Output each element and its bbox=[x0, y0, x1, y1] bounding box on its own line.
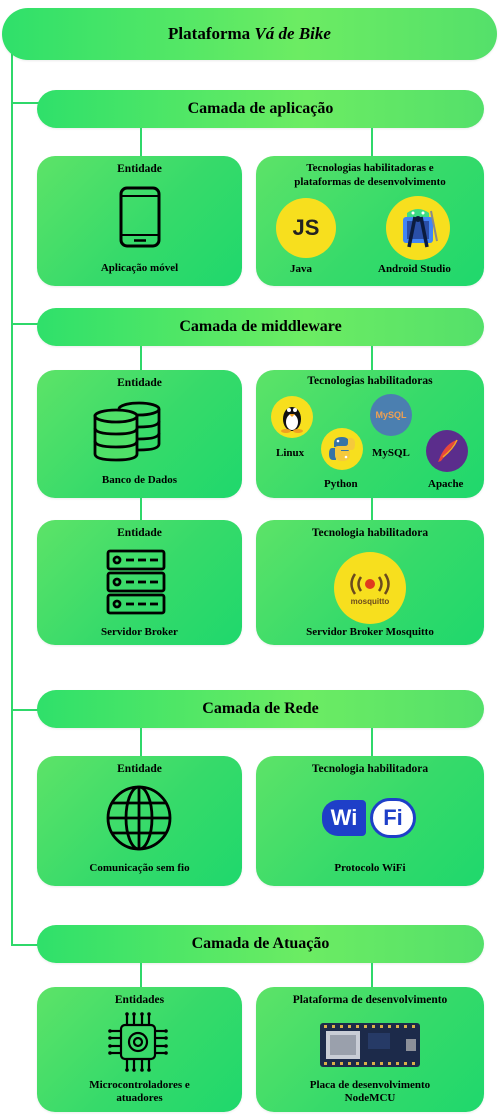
middleware-connector-left bbox=[140, 346, 142, 372]
actuation-tech-label-line2: NodeMCU bbox=[344, 1092, 396, 1104]
network-tech-header: Tecnologia habilitadora bbox=[311, 763, 429, 775]
layer-network-header: Camada de Rede bbox=[37, 690, 484, 728]
actuation-tech-label: Placa de desenvolvimento NodeMCU bbox=[256, 1079, 484, 1105]
actuation-tech-header: Plataforma de desenvolvimento bbox=[292, 994, 448, 1006]
smartphone-icon bbox=[119, 186, 161, 248]
actuation-tech-box: Plataforma de desenvolvimento Placa de d… bbox=[256, 987, 484, 1112]
layer-actuation-title: Camada de Atuação bbox=[191, 935, 330, 952]
middleware-connector-right bbox=[371, 346, 373, 372]
layer-app-title: Camada de aplicação bbox=[187, 100, 334, 117]
apache-feather-icon bbox=[438, 439, 458, 462]
app-tech-box: Tecnologias habilitadoras e plataformas … bbox=[256, 156, 484, 286]
wifi-logo-wi-text: Wi bbox=[330, 805, 358, 830]
network-connector-right bbox=[371, 728, 373, 758]
js-badge-text: JS bbox=[292, 215, 320, 240]
broker-entity-box: Entidade Servidor Broker bbox=[37, 520, 242, 645]
javascript-logo: JS bbox=[276, 198, 336, 258]
android-studio-label: Android Studio bbox=[378, 263, 451, 275]
java-label: Java bbox=[290, 263, 312, 275]
actuation-connector-left bbox=[140, 963, 142, 989]
layer-actuation-header: Camada de Atuação bbox=[37, 925, 484, 963]
wifi-logo-wi: Wi bbox=[322, 800, 366, 836]
app-tech-header-line1: Tecnologias habilitadoras e bbox=[306, 162, 434, 174]
wifi-logo-fi-text: Fi bbox=[383, 805, 403, 830]
broker-tech-header: Tecnologia habilitadora bbox=[311, 527, 429, 539]
database-icon bbox=[93, 401, 161, 462]
app-tech-header: Tecnologias habilitadoras e plataformas … bbox=[256, 161, 484, 189]
platform-title: Plataforma Vá de Bike bbox=[2, 8, 497, 60]
python-icon bbox=[329, 437, 355, 461]
android-studio-logo bbox=[386, 196, 450, 260]
layer-network-title: Camada de Rede bbox=[202, 700, 319, 717]
mosquitto-logo-text: mosquitto bbox=[350, 596, 390, 606]
branch-actuation bbox=[11, 944, 41, 946]
network-entity-box: Entidade Comunicação sem fio bbox=[37, 756, 242, 886]
app-entity-label: Aplicação móvel bbox=[100, 262, 179, 274]
mysql-logo: MySQL bbox=[370, 394, 412, 436]
actuation-entity-header: Entidades bbox=[114, 994, 165, 1006]
linux-label: Linux bbox=[276, 447, 305, 459]
linux-tux-icon bbox=[281, 407, 303, 433]
nodemcu-board-icon bbox=[320, 1023, 420, 1067]
actuation-tech-label-line1: Placa de desenvolvimento bbox=[309, 1079, 431, 1091]
actuation-entity-label-line1: Microcontroladores e bbox=[89, 1079, 190, 1091]
server-icon bbox=[106, 549, 166, 615]
network-connector-left bbox=[140, 728, 142, 758]
network-tech-box: Tecnologia habilitadora Wi Fi Protocolo … bbox=[256, 756, 484, 886]
actuation-connector-right bbox=[371, 963, 373, 989]
android-studio-icon bbox=[403, 209, 438, 248]
app-entity-header: Entidade bbox=[117, 163, 162, 175]
layer-app-header: Camada de aplicação bbox=[37, 90, 484, 128]
network-tech-label: Protocolo WiFi bbox=[334, 862, 406, 874]
branch-network bbox=[11, 709, 41, 711]
wifi-logo: Wi Fi bbox=[322, 796, 418, 840]
actuation-entity-box: Entidades Microcontroladores e atuadores bbox=[37, 987, 242, 1112]
globe-icon bbox=[106, 785, 172, 851]
microcontroller-chip-icon bbox=[108, 1012, 168, 1072]
broker-entity-label: Servidor Broker bbox=[101, 626, 178, 638]
layer-middleware-title: Camada de middleware bbox=[179, 318, 342, 335]
mysql-label: MySQL bbox=[372, 447, 410, 459]
broker-tech-box: Tecnologia habilitadora mosquitto Servid… bbox=[256, 520, 484, 645]
branch-middleware bbox=[11, 323, 41, 325]
broker-tech-label: Servidor Broker Mosquitto bbox=[306, 626, 434, 638]
app-connector-left bbox=[140, 128, 142, 158]
app-entity-box: Entidade Aplicação móvel bbox=[37, 156, 242, 286]
python-label: Python bbox=[324, 478, 358, 490]
apache-logo bbox=[426, 430, 468, 472]
platform-title-prefix: Plataforma bbox=[168, 24, 255, 43]
broker-entity-header: Entidade bbox=[117, 527, 162, 539]
actuation-entity-label: Microcontroladores e atuadores bbox=[37, 1079, 242, 1105]
wifi-logo-fi: Fi bbox=[370, 798, 416, 838]
database-entity-header: Entidade bbox=[117, 377, 162, 389]
network-entity-label: Comunicação sem fio bbox=[89, 862, 190, 874]
linux-logo bbox=[271, 396, 313, 438]
mysql-badge-text: MySQL bbox=[375, 410, 407, 420]
network-entity-header: Entidade bbox=[117, 763, 162, 775]
spine-connector bbox=[11, 30, 13, 945]
database-entity-label: Banco de Dados bbox=[101, 474, 178, 486]
platform-title-name: Vá de Bike bbox=[254, 24, 331, 43]
python-logo bbox=[321, 428, 363, 470]
layer-middleware-header: Camada de middleware bbox=[37, 308, 484, 346]
app-connector-right bbox=[371, 128, 373, 158]
middleware-mid-connector-right bbox=[371, 498, 373, 522]
middleware-mid-connector-left bbox=[140, 498, 142, 522]
actuation-entity-label-line2: atuadores bbox=[116, 1092, 163, 1104]
app-tech-header-line2: plataformas de desenvolvimento bbox=[294, 176, 446, 188]
apache-label: Apache bbox=[428, 478, 464, 490]
mosquitto-waves-icon bbox=[350, 572, 390, 595]
database-entity-box: Entidade Banco de Dados bbox=[37, 370, 242, 498]
middleware-tech-header: Tecnologias habilitadoras bbox=[307, 375, 433, 387]
branch-app bbox=[11, 102, 41, 104]
mosquitto-logo: mosquitto bbox=[334, 552, 406, 624]
middleware-tech-box: Tecnologias habilitadoras MySQL Linux My… bbox=[256, 370, 484, 498]
